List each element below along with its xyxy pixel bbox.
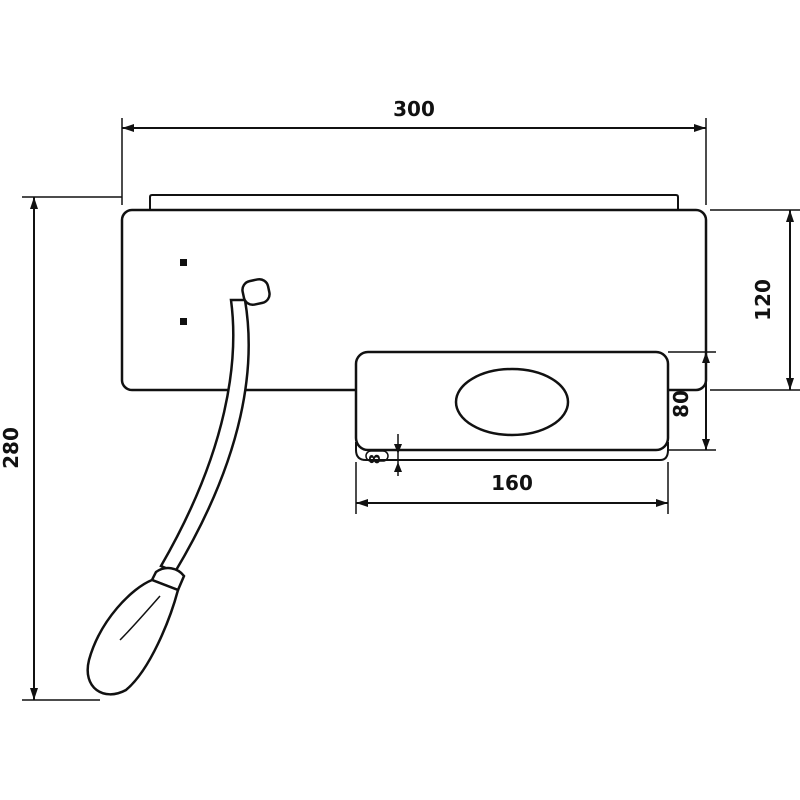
dimension-total-width: 300 bbox=[121, 97, 707, 205]
arrow-bottom bbox=[702, 439, 710, 450]
lamp-arm-cap bbox=[241, 277, 271, 307]
dimension-total-height: 280 bbox=[0, 196, 122, 701]
switch-module bbox=[354, 350, 670, 462]
lamp-head bbox=[86, 578, 180, 696]
lamp-collar bbox=[150, 566, 186, 592]
dimension-label-160: 160 bbox=[491, 471, 533, 495]
gooseneck-lamp bbox=[86, 277, 271, 696]
arrow-bottom bbox=[786, 378, 794, 390]
arrow-top bbox=[786, 210, 794, 222]
dimension-label-80: 80 bbox=[669, 390, 693, 418]
lamp-head-contour bbox=[119, 595, 161, 641]
dimension-label-300: 300 bbox=[393, 97, 435, 121]
dimension-label-280: 280 bbox=[0, 427, 23, 469]
indicator-dot-lower bbox=[180, 318, 187, 325]
arrow-right bbox=[656, 499, 668, 507]
arrow-left bbox=[122, 124, 134, 132]
indicator-dot-upper bbox=[180, 259, 187, 266]
arrow-top bbox=[394, 444, 402, 454]
dimension-module-width: 160 bbox=[355, 462, 669, 514]
dimension-base-height: 120 bbox=[710, 209, 800, 391]
module-touch-pad bbox=[454, 367, 570, 437]
dimension-small-detail: 8 bbox=[366, 434, 402, 476]
dimension-label-120: 120 bbox=[751, 279, 775, 321]
module-base-edge bbox=[355, 442, 669, 461]
plate-top-rim bbox=[149, 194, 679, 210]
arrow-bottom bbox=[394, 462, 402, 472]
arrow-top bbox=[30, 197, 38, 209]
arrow-top bbox=[702, 352, 710, 363]
module-port bbox=[365, 450, 389, 462]
dimension-label-8: 8 bbox=[366, 454, 384, 464]
arrow-right bbox=[694, 124, 706, 132]
arrow-bottom bbox=[30, 688, 38, 700]
dimension-module-height: 80 bbox=[668, 351, 716, 451]
arrow-left bbox=[356, 499, 368, 507]
